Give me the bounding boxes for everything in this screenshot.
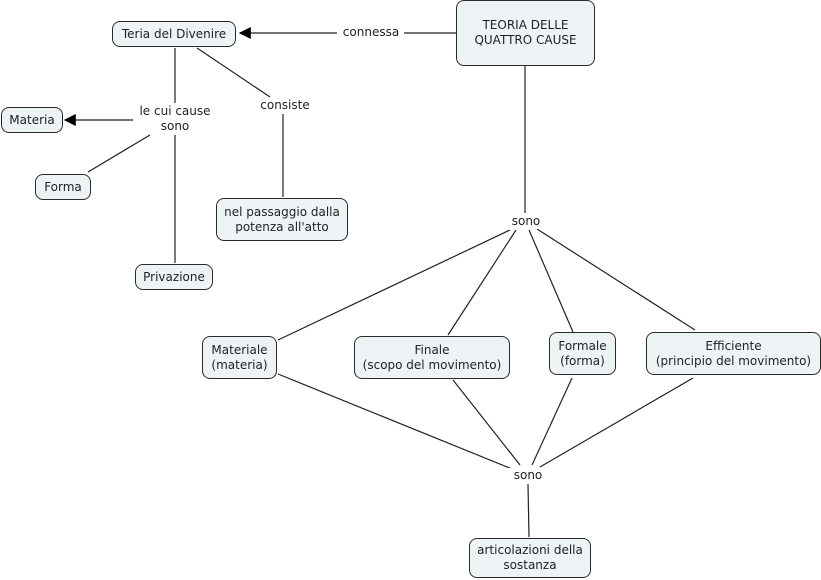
link-finale-sono2 xyxy=(452,379,521,466)
link-sono-materiale xyxy=(277,229,511,341)
link-sono-finale xyxy=(447,229,517,336)
linking-phrase-consiste[interactable]: consiste xyxy=(254,98,316,113)
concept-forma[interactable]: Forma xyxy=(35,174,91,200)
concept-teoria-quattro-cause[interactable]: TEORIA DELLE QUATTRO CAUSE xyxy=(456,0,595,66)
linking-phrase-sono-bottom[interactable]: sono xyxy=(508,468,548,483)
linking-phrase-sono-top[interactable]: sono xyxy=(506,214,546,229)
linking-phrase-le-cui-cause-sono[interactable]: le cui cause sono xyxy=(134,104,216,134)
concept-articolazioni-sostanza[interactable]: articolazioni della sostanza xyxy=(469,538,591,578)
link-efficiente-sono2 xyxy=(539,377,694,468)
link-sono2-articolazioni xyxy=(527,483,530,538)
linking-phrase-connessa[interactable]: connessa xyxy=(338,25,404,40)
link-divenire-consiste xyxy=(196,47,271,98)
concept-materia[interactable]: Materia xyxy=(1,107,63,133)
concept-teoria-divenire[interactable]: Teria del Divenire xyxy=(112,21,236,47)
link-materiale-sono2 xyxy=(277,373,513,470)
link-sono-efficiente xyxy=(536,228,696,331)
link-formale-sono2 xyxy=(531,377,573,466)
concept-finale[interactable]: Finale (scopo del movimento) xyxy=(354,336,510,379)
link-lecui-forma xyxy=(87,134,151,173)
concept-materiale[interactable]: Materiale (materia) xyxy=(202,336,277,379)
link-sono-formale xyxy=(528,229,574,333)
concept-privazione[interactable]: Privazione xyxy=(135,264,213,290)
concept-efficiente[interactable]: Efficiente (principio del movimento) xyxy=(646,332,821,375)
concept-formale[interactable]: Formale (forma) xyxy=(549,332,616,375)
concept-passaggio-potenza-atto[interactable]: nel passaggio dalla potenza all'atto xyxy=(216,198,348,241)
